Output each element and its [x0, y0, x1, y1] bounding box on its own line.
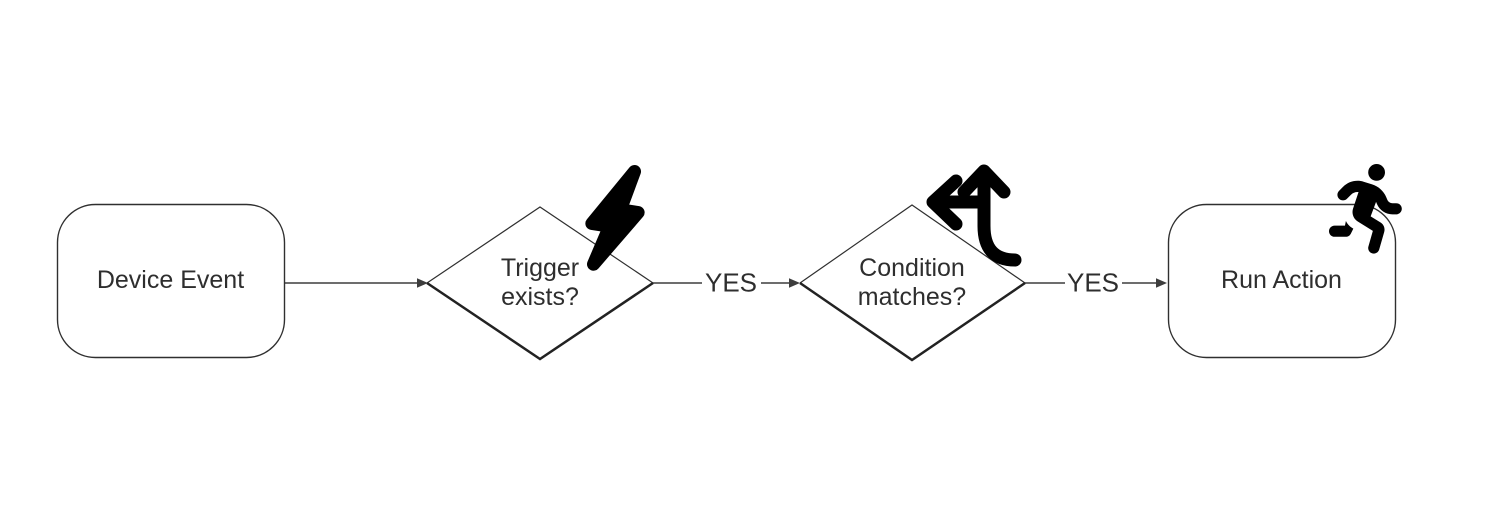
edge-condition-to-action [1025, 278, 1167, 288]
edge-label-yes-1: YES [704, 267, 758, 298]
node-label-device-event: Device Event [96, 266, 245, 294]
edge-device-to-trigger [285, 278, 428, 288]
node-label-condition-matches: Condition matches? [857, 254, 967, 311]
node-shape-run-action [1167, 203, 1397, 359]
node-shape-device-event [56, 203, 286, 359]
node-label-trigger-exists: Trigger exists? [500, 254, 580, 311]
node-shape-condition-matches [799, 204, 1026, 362]
person-running-icon [1329, 164, 1402, 254]
lightning-icon [585, 164, 645, 271]
node-label-run-action: Run Action [1221, 266, 1342, 294]
edge-trigger-to-condition [653, 278, 800, 288]
edge-label-yes-2: YES [1066, 267, 1120, 298]
split-arrows-icon [926, 164, 1022, 267]
